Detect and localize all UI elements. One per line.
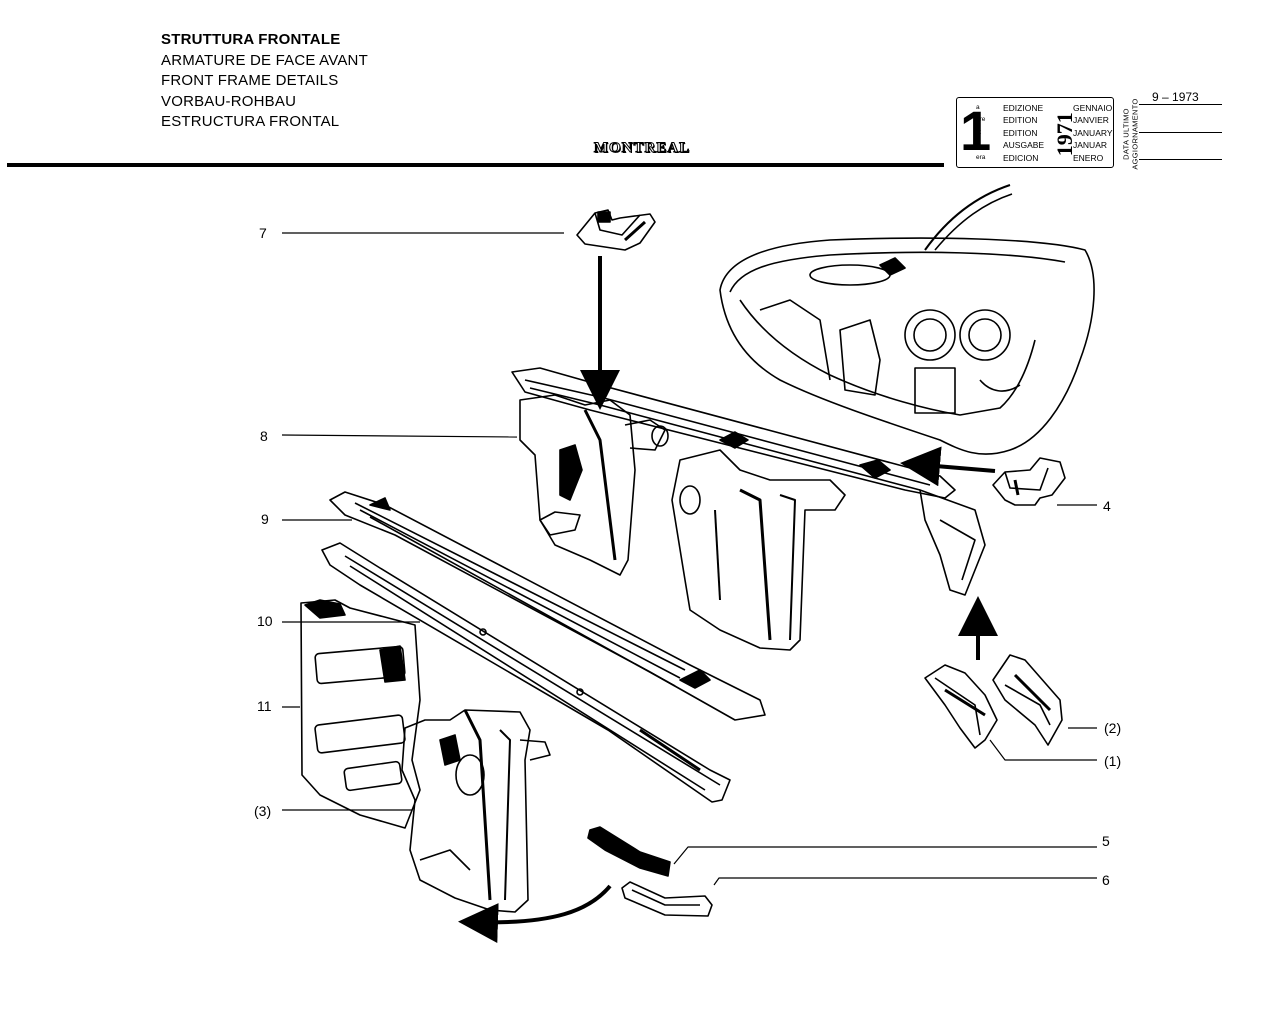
edition-month: ENERO bbox=[1073, 152, 1104, 163]
part-6-trim bbox=[621, 881, 713, 917]
title-spanish: ESTRUCTURA FRONTAL bbox=[161, 113, 340, 130]
curved-arrow bbox=[458, 884, 612, 943]
edition-months: GENNAIO JANVIER JANUARY JANUAR ENERO bbox=[1073, 102, 1113, 164]
edition-suffix: era bbox=[976, 153, 986, 161]
edition-label: EDIZIONE bbox=[1003, 103, 1044, 113]
callout-3: (3) bbox=[254, 803, 272, 819]
model-logo: MONTREAL bbox=[593, 140, 691, 157]
part-11-panel bbox=[300, 599, 421, 829]
edition-suffixes: a ere st . era bbox=[976, 102, 985, 164]
title-german: VORBAU-ROHBAU bbox=[161, 92, 297, 110]
edition-labels: EDIZIONE EDITION EDITION AUSGABE EDICION bbox=[1003, 102, 1044, 164]
header-rule bbox=[7, 163, 944, 167]
part-5-trim bbox=[587, 826, 671, 877]
callout-2: (2) bbox=[1104, 720, 1122, 736]
update-line bbox=[1139, 104, 1222, 106]
title-english: FRONT FRAME DETAILS bbox=[161, 72, 339, 89]
edition-month: JANUAR bbox=[1073, 140, 1108, 151]
car-front-body bbox=[719, 184, 1095, 455]
callout-5: 5 bbox=[1102, 833, 1110, 849]
edition-suffix: st bbox=[976, 128, 982, 136]
edition-month: JANVIER bbox=[1073, 115, 1109, 126]
edition-suffix: a bbox=[976, 104, 980, 111]
part-1-bracket bbox=[924, 664, 998, 749]
callout-1: (1) bbox=[1104, 753, 1122, 769]
edition-box: 1 a ere st . era EDIZIONE EDITION EDITIO… bbox=[956, 97, 1114, 168]
edition-label: EDITION bbox=[1003, 115, 1038, 126]
part-7-bracket bbox=[576, 209, 656, 251]
callout-8: 8 bbox=[260, 428, 268, 444]
leader-lines bbox=[281, 232, 1097, 886]
title-block: STRUTTURA FRONTALE ARMATURE DE FACE AVAN… bbox=[161, 30, 368, 133]
part-2-bracket bbox=[992, 654, 1063, 746]
edition-label: AUSGABE bbox=[1003, 140, 1045, 151]
edition-month: GENNAIO bbox=[1073, 103, 1113, 113]
callout-10: 10 bbox=[257, 613, 273, 629]
callout-11: 11 bbox=[257, 698, 272, 714]
part-3-support bbox=[401, 709, 551, 913]
last-update-date: 9 – 1973 bbox=[1152, 90, 1199, 104]
callout-6: 6 bbox=[1102, 872, 1110, 888]
part-10-rail bbox=[321, 542, 731, 803]
edition-month: JANUARY bbox=[1073, 127, 1113, 138]
edition-label: EDICION bbox=[1003, 152, 1039, 163]
callout-7: 7 bbox=[259, 225, 267, 241]
edition-suffix: ere bbox=[976, 116, 986, 124]
callout-9: 9 bbox=[261, 511, 269, 527]
arrow-4 bbox=[900, 446, 996, 487]
edition-label: EDITION bbox=[1003, 127, 1038, 138]
edition-suffix: . bbox=[976, 141, 978, 149]
title-italian: STRUTTURA FRONTALE bbox=[161, 31, 341, 48]
edition-number: 1 bbox=[960, 99, 992, 162]
part-4-bracket bbox=[992, 457, 1066, 506]
title-french: ARMATURE DE FACE AVANT bbox=[161, 51, 368, 69]
update-line bbox=[1139, 132, 1222, 134]
callout-4: 4 bbox=[1103, 498, 1111, 514]
update-line bbox=[1139, 159, 1222, 161]
part-9-rail bbox=[329, 491, 766, 721]
part-8-upper-frame bbox=[511, 367, 986, 651]
